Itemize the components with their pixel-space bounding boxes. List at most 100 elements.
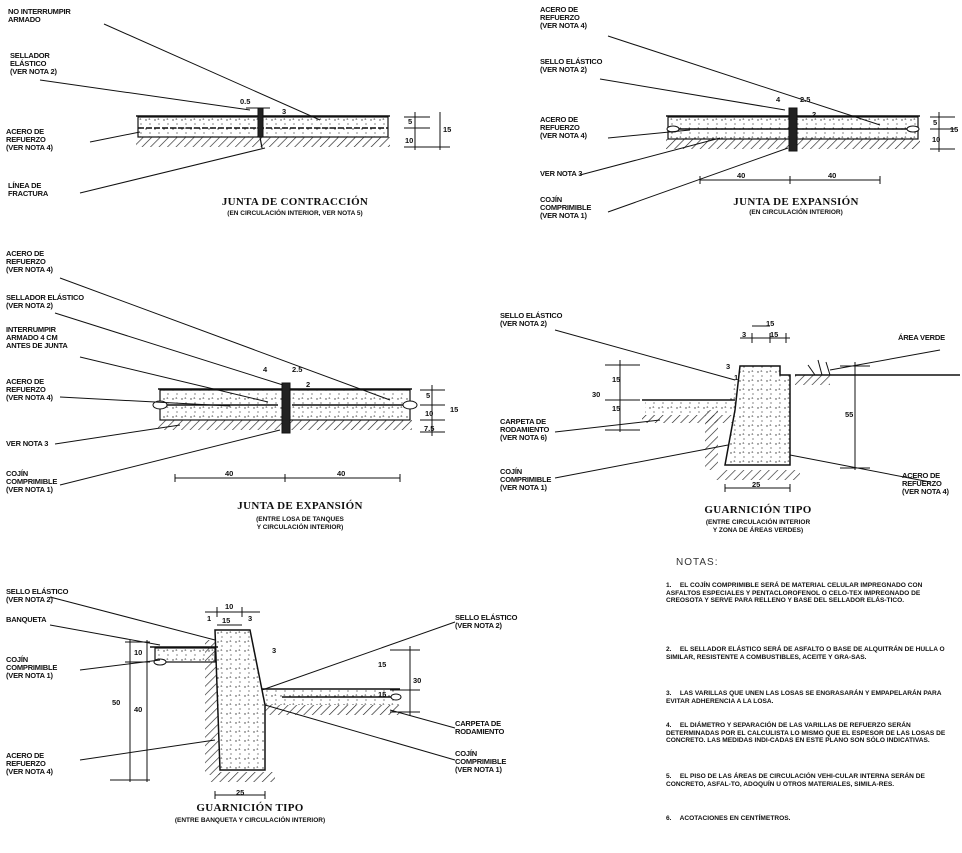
expansion-joint-drawing-2	[54, 277, 445, 486]
d4-dim-c: 15	[770, 330, 779, 339]
note-number: 1.	[666, 582, 672, 589]
d4-dim-g: 15	[612, 404, 621, 413]
note-item: 4. EL DIÁMETRO Y SEPARACIÓN DE LAS VARIL…	[666, 722, 956, 745]
note-item: 6. ACOTACIONES EN CENTÍMETROS.	[666, 815, 956, 823]
d4-dim-j: 25	[752, 480, 761, 489]
d4-dim-d: 3	[726, 362, 731, 371]
note-text: EL PISO DE LAS ÁREAS DE CIRCULACIÓN VEHI…	[666, 773, 925, 788]
d3-label-acero2: ACERO DE REFUERZO (VER NOTA 4)	[6, 377, 53, 402]
d5-label-banqueta: BANQUETA	[6, 615, 47, 624]
d1-dim-b: 3	[282, 107, 287, 116]
d1-label-fractura: LÍNEA DE FRACTURA	[8, 181, 49, 198]
d5-label-carpeta: CARPETA DE RODAMIENTO	[455, 719, 505, 736]
d2-dim-d: 5	[933, 118, 938, 127]
d5-dim-c: 15	[222, 616, 231, 625]
d5-dim-f: 10	[134, 648, 143, 657]
d2-dim-f: 15	[950, 125, 959, 134]
note-number: 5.	[666, 773, 672, 780]
d2-dim-c: 2	[812, 110, 817, 119]
d4-dim-a: 15	[766, 319, 775, 328]
d5-label-cojin2: COJÍN COMPRIMIBLE (VER NOTA 1)	[455, 749, 507, 774]
note-item: 1. EL COJÍN COMPRIMIBLE SERÁ DE MATERIAL…	[666, 582, 956, 605]
d5-dim-l: 25	[236, 788, 245, 797]
d5-label-cojin: COJÍN COMPRIMIBLE (VER NOTA 1)	[6, 655, 58, 680]
d2-title: JUNTA DE EXPANSIÓN	[733, 196, 859, 208]
d1-dim-e: 15	[443, 125, 452, 134]
note-item: 3. LAS VARILLAS QUE UNEN LAS LOSAS SE EN…	[666, 690, 956, 705]
d2-label-acero2: ACERO DE REFUERZO (VER NOTA 4)	[540, 115, 587, 140]
d3-label-interrumpir: INTERRUMPIR ARMADO 4 CM ANTES DE JUNTA	[6, 325, 68, 350]
d3-label-cojin: COJÍN COMPRIMIBLE (VER NOTA 1)	[6, 469, 58, 494]
d2-dim-a: 4	[776, 95, 781, 104]
d4-dim-i: 55	[845, 410, 854, 419]
note-number: 6.	[666, 815, 672, 822]
note-text: EL COJÍN COMPRIMIBLE SERÁ DE MATERIAL CE…	[666, 582, 923, 605]
d1-label-sellador: SELLADOR ELÁSTICO (VER NOTA 2)	[10, 51, 57, 76]
note-number: 3.	[666, 690, 672, 697]
d5-title: GUARNICIÓN TIPO	[196, 802, 304, 814]
d5-label-acero: ACERO DE REFUERZO (VER NOTA 4)	[6, 751, 53, 776]
d1-label-acero: ACERO DE REFUERZO (VER NOTA 4)	[6, 127, 53, 152]
note-number: 2.	[666, 646, 672, 653]
d4-dim-b: 3	[742, 330, 747, 339]
d4-dim-f: 15	[612, 375, 621, 384]
d2-dim-g: 40	[737, 171, 746, 180]
d3-dim-i: 40	[337, 469, 346, 478]
d4-dim-e: 1	[734, 373, 739, 382]
d1-dim-a: 0.5	[240, 97, 251, 106]
contraction-joint-drawing	[39, 23, 450, 194]
d2-label-cojin: COJÍN COMPRIMIBLE (VER NOTA 1)	[540, 195, 592, 220]
note-text: ACOTACIONES EN CENTÍMETROS.	[678, 815, 791, 822]
d1-subtitle: (EN CIRCULACIÓN INTERIOR, VER NOTA 5)	[227, 210, 363, 217]
d4-label-sello: SELLO ELÁSTICO (VER NOTA 2)	[500, 311, 563, 328]
d5-subtitle: (ENTRE BANQUETA Y CIRCULACIÓN INTERIOR)	[174, 817, 326, 824]
d2-label-vernota: VER NOTA 3	[540, 169, 583, 178]
d1-label-no-interrumpir: NO INTERRUMPIR ARMADO	[8, 7, 71, 24]
note-item: 2. EL SELLADOR ELÁSTICO SERÁ DE ASFALTO …	[666, 646, 956, 661]
note-text: EL DIÁMETRO Y SEPARACIÓN DE LAS VARILLAS…	[666, 722, 946, 745]
d5-dim-e: 3	[272, 646, 277, 655]
d5-dim-g: 50	[112, 698, 121, 707]
d3-dim-a: 4	[263, 365, 268, 374]
d5-dim-j: 15	[378, 690, 387, 699]
d2-subtitle: (EN CIRCULACIÓN INTERIOR)	[749, 209, 843, 216]
d3-title: JUNTA DE EXPANSIÓN	[237, 500, 363, 512]
d2-dim-h: 40	[828, 171, 837, 180]
d5-dim-a: 10	[225, 602, 234, 611]
d2-dim-b: 2.5	[800, 95, 811, 104]
d3-dim-b: 2.5	[292, 365, 303, 374]
d5-dim-i: 15	[378, 660, 387, 669]
d4-label-cojin: COJÍN COMPRIMIBLE (VER NOTA 1)	[500, 467, 552, 492]
curb-drawing-2	[49, 596, 456, 799]
d3-dim-d: 5	[426, 391, 431, 400]
d3-dim-f: 7.5	[424, 424, 435, 433]
d4-subtitle: (ENTRE CIRCULACIÓN INTERIOR Y ZONA DE ÁR…	[705, 519, 811, 534]
d3-dim-g: 15	[450, 405, 459, 414]
d3-label-sellador: SELLADOR ELÁSTICO (VER NOTA 2)	[6, 293, 84, 310]
d4-label-area: ÁREA VERDE	[898, 333, 945, 342]
curb-drawing-1	[554, 325, 960, 492]
d3-subtitle: (ENTRE LOSA DE TANQUES Y CIRCULACIÓN INT…	[256, 516, 344, 531]
d5-dim-h: 40	[134, 705, 143, 714]
notes-heading: NOTAS:	[676, 557, 719, 568]
d1-dim-c: 5	[408, 117, 413, 126]
d1-title: JUNTA DE CONTRACCIÓN	[221, 196, 369, 208]
d4-title: GUARNICIÓN TIPO	[704, 504, 812, 516]
d1-dim-d: 10	[405, 136, 414, 145]
note-number: 4.	[666, 722, 672, 729]
d5-dim-k: 30	[413, 676, 422, 685]
d3-dim-e: 10	[425, 409, 434, 418]
d3-label-acero: ACERO DE REFUERZO (VER NOTA 4)	[6, 249, 53, 274]
d3-label-vernota: VER NOTA 3	[6, 439, 49, 448]
d4-label-acero: ACERO DE REFUERZO (VER NOTA 4)	[902, 471, 949, 496]
d2-dim-e: 10	[932, 135, 941, 144]
d3-dim-h: 40	[225, 469, 234, 478]
expansion-joint-drawing-1	[579, 35, 955, 213]
note-item: 5. EL PISO DE LAS ÁREAS DE CIRCULACIÓN V…	[666, 773, 956, 788]
d2-label-acero: ACERO DE REFUERZO (VER NOTA 4)	[540, 5, 587, 30]
note-text: LAS VARILLAS QUE UNEN LAS LOSAS SE ENGRA…	[666, 690, 942, 705]
d5-label-sello: SELLO ELÁSTICO (VER NOTA 2)	[6, 587, 69, 604]
d4-dim-h: 30	[592, 390, 601, 399]
d4-label-carpeta: CARPETA DE RODAMIENTO (VER NOTA 6)	[500, 417, 550, 442]
